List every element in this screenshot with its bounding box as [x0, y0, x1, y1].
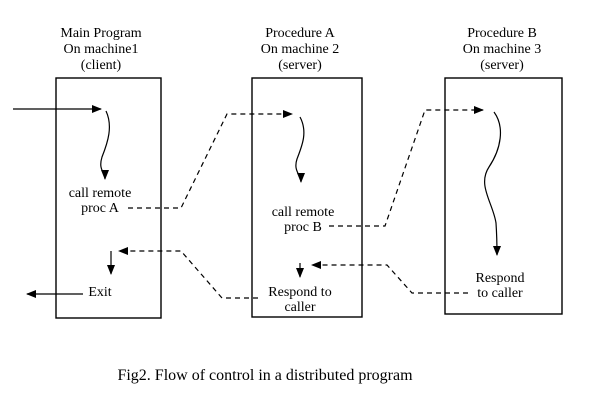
return-to-proc-a-dashed-arrow [311, 261, 468, 294]
server-a-box-header: Procedure A On machine 2 (server) [261, 26, 340, 74]
call-proc-a-dashed-arrow [128, 110, 293, 209]
client-box [55, 77, 162, 319]
server-b-role: (server) [480, 58, 524, 73]
exit-label: Exit [88, 285, 112, 300]
server-a-box [251, 77, 363, 318]
client-box-header: Main Program On machine1 (client) [60, 26, 141, 74]
client-machine: On machine1 [63, 42, 139, 57]
server-a-respond-to-caller-label: Respond to caller [268, 285, 332, 315]
server-b-box [444, 77, 563, 315]
server-b-title: Procedure B [467, 26, 537, 41]
figure-caption: Fig2. Flow of control in a distributed p… [117, 367, 413, 384]
client-flow-squiggle-arrow [100, 110, 110, 180]
server-b-respond-to-caller-label: Respond to caller [475, 271, 525, 301]
server-b-flow-squiggle-arrow [484, 111, 502, 256]
return-to-client-dashed-arrow [118, 247, 258, 299]
call-remote-proc-a-label: call remote proc A [68, 186, 132, 216]
server-a-flow-squiggle-arrow [295, 116, 305, 183]
server-b-box-header: Procedure B On machine 3 (server) [463, 26, 542, 74]
server-a-title: Procedure A [265, 26, 335, 41]
client-role: (client) [80, 58, 122, 73]
client-title: Main Program [60, 26, 142, 41]
server-b-machine: On machine 3 [462, 42, 542, 57]
server-a-role: (server) [278, 58, 322, 73]
call-remote-proc-b-label: call remote proc B [271, 205, 335, 235]
server-a-machine: On machine 2 [260, 42, 340, 57]
call-proc-b-dashed-arrow [329, 106, 484, 227]
